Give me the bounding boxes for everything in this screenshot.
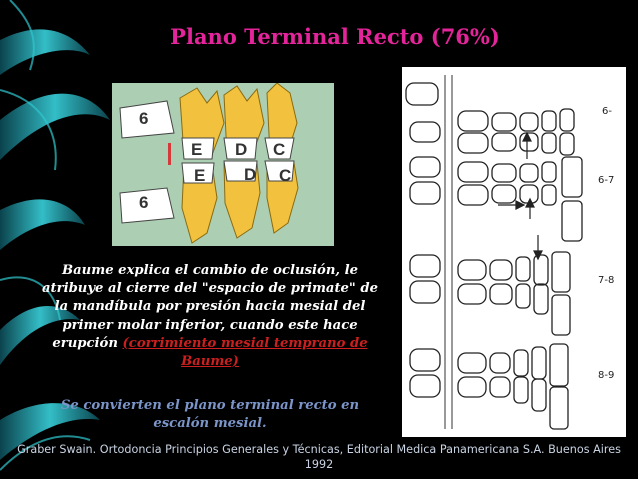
upper-teeth [119, 83, 298, 160]
diagram-guide-lines [444, 75, 453, 429]
photo-label-upper-6: 6 [139, 109, 148, 128]
stage-label-6-7: 6-7 [598, 175, 614, 186]
explanation-text: Baume explica el cambio de oclusión, le … [41, 263, 379, 351]
terminal-plane-marker [168, 143, 171, 165]
diagram-tooth-rows [405, 82, 583, 430]
occlusion-development-diagram: 6- 6-7 7-8 8-9 [402, 67, 626, 437]
explanation-paragraph: Baume explica el cambio de oclusión, le … [40, 262, 380, 371]
lower-teeth [119, 160, 299, 244]
teal-swirl-lines [0, 0, 91, 471]
stage-label-8-9: 8-9 [598, 370, 614, 381]
teal-swirl-decoration [0, 29, 110, 460]
summary-text: Se convierten el plano terminal recto en… [60, 398, 360, 432]
citation-text: Graber Swain. Ortodoncia Principios Gene… [17, 443, 621, 471]
photo-label-lower-e: E [194, 166, 205, 185]
photo-label-lower-c: C [279, 166, 291, 185]
stage-label-6: 6- [602, 106, 612, 117]
photo-label-upper-d: D [235, 140, 247, 159]
photo-label-upper-e: E [191, 140, 202, 159]
photo-label-lower-6: 6 [139, 193, 148, 212]
stage-label-7-8: 7-8 [598, 275, 614, 286]
baume-shift-link[interactable]: (corrimiento mesial temprano de Baume) [122, 335, 368, 370]
photo-label-lower-d: D [244, 165, 256, 184]
teeth-model-photo: 6 E D C 6 E D C [112, 83, 334, 246]
photo-label-upper-c: C [273, 140, 285, 159]
slide-title: Plano Terminal Recto (76%) [170, 24, 500, 49]
diagram-arrows [498, 131, 543, 261]
